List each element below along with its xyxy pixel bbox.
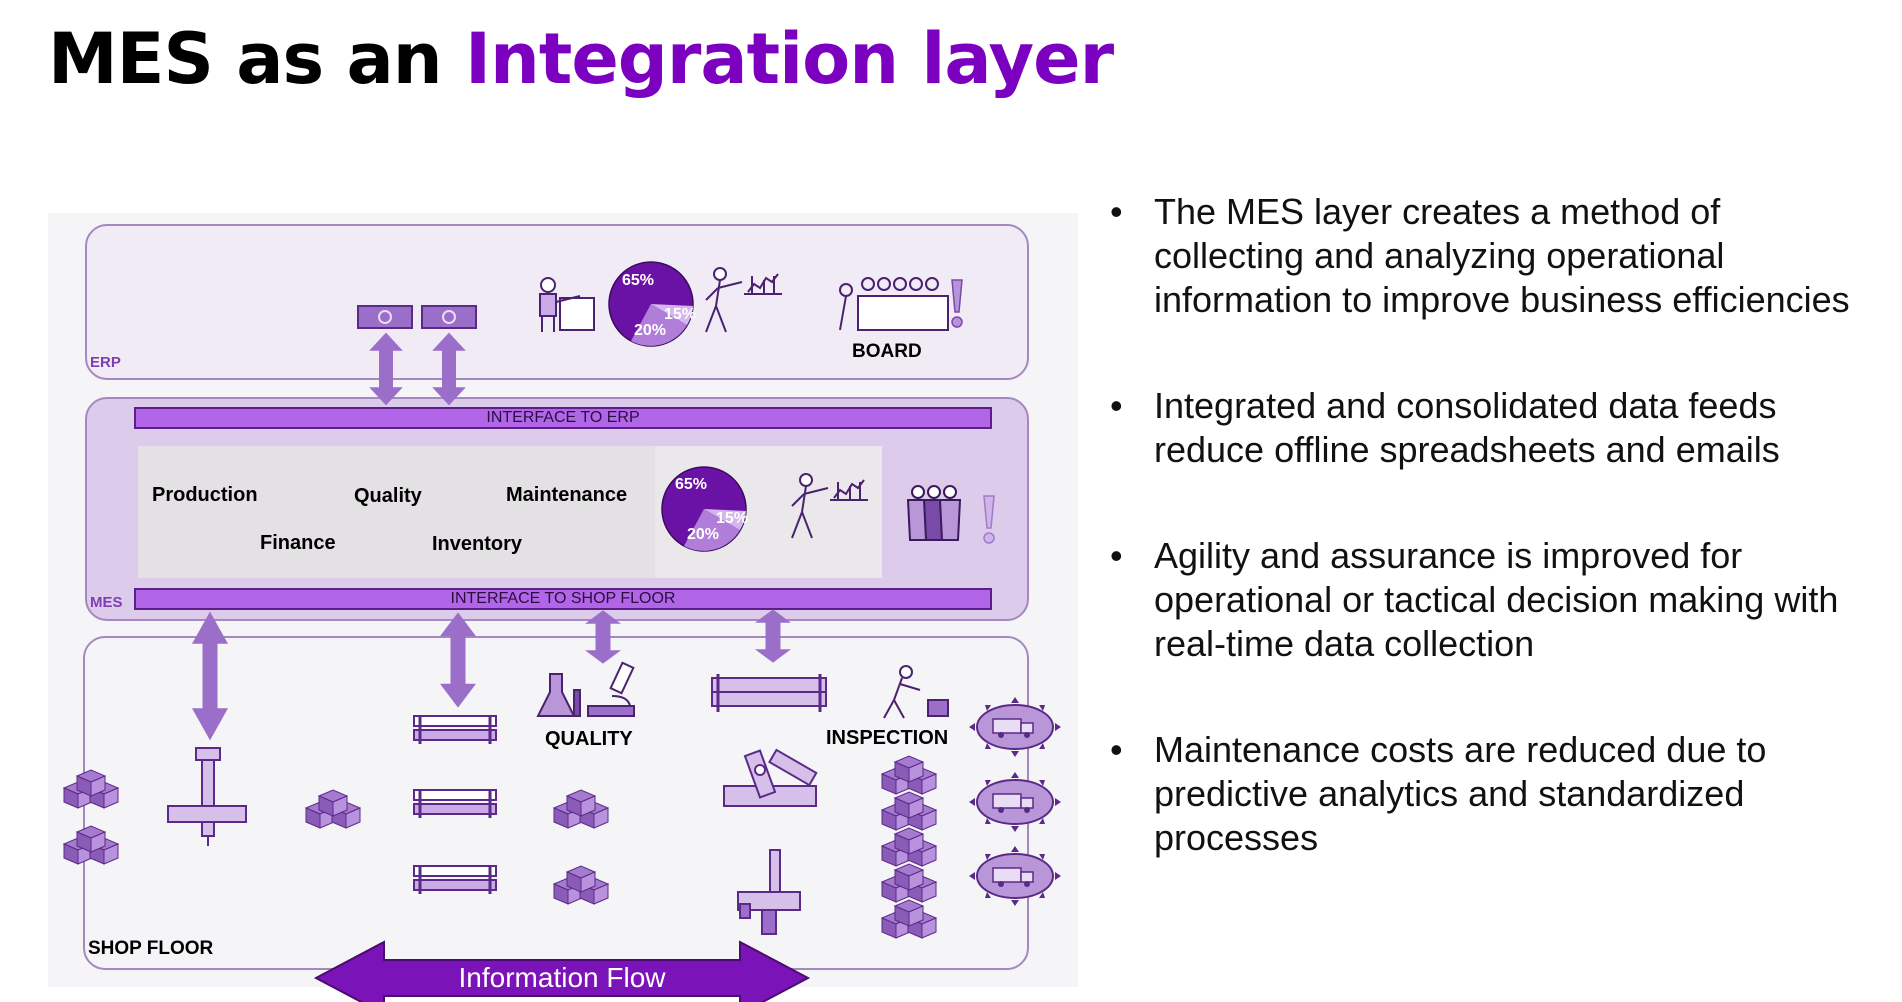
erp-pie-label-small: 20%	[634, 322, 667, 339]
shop-floor-label: SHOP FLOOR	[88, 938, 214, 959]
benefit-item: The MES layer creates a method of collec…	[1110, 190, 1870, 322]
erp-pie-label-big: 65%	[622, 272, 655, 289]
module-finance: Finance	[260, 532, 336, 554]
module-inventory: Inventory	[432, 533, 523, 555]
inspector-icon	[883, 665, 949, 719]
module-maintenance: Maintenance	[506, 484, 628, 506]
mes-pie-label-mid: 15%	[716, 510, 749, 527]
benefits-list: The MES layer creates a method of collec…	[1110, 190, 1870, 860]
cnc-machine-icon	[737, 849, 801, 935]
board-meeting-icon	[839, 277, 949, 331]
benefit-item: Integrated and consolidated data feeds r…	[1110, 384, 1870, 472]
mes-pie-label-big: 65%	[675, 476, 708, 493]
interface-to-erp-bar: INTERFACE TO ERP	[134, 407, 992, 429]
microscope-icon	[587, 661, 635, 717]
main-conveyor-icon	[711, 674, 827, 712]
erp-label: ERP	[90, 354, 121, 371]
money-icon	[357, 305, 477, 329]
mes-pie-label-small: 20%	[687, 526, 720, 543]
interface-to-shop-floor-bar: INTERFACE TO SHOP FLOOR	[134, 588, 992, 610]
roller-conveyor-icon	[412, 714, 498, 896]
page-title: MES as an Integration layer	[48, 18, 1114, 100]
title-prefix: MES as an	[48, 18, 465, 100]
module-quality: Quality	[354, 485, 422, 507]
team-icon	[906, 485, 962, 541]
alert-icon	[951, 279, 963, 328]
benefit-item: Agility and assurance is improved for op…	[1110, 534, 1870, 666]
presenter-icon	[705, 267, 783, 333]
benefit-item: Maintenance costs are reduced due to pre…	[1110, 728, 1870, 860]
mes-alert-icon	[983, 495, 995, 544]
erp-mes-arrows	[369, 332, 466, 406]
inspection-label: INSPECTION	[826, 727, 949, 749]
module-production: Production	[152, 484, 258, 506]
erp-pie-label-mid: 15%	[664, 306, 697, 323]
truck-hub-icon	[968, 696, 1062, 907]
mes-label: MES	[90, 594, 123, 611]
lab-flask-icon	[536, 673, 581, 717]
quality-label: QUALITY	[545, 728, 633, 750]
information-flow-label: Information Flow	[458, 962, 666, 993]
board-label: BOARD	[852, 341, 922, 362]
robot-arm-icon	[723, 748, 818, 807]
drill-machine-icon	[167, 747, 247, 846]
worker-desk-icon	[539, 277, 595, 332]
mes-presenter-icon	[791, 473, 869, 539]
title-accent: Integration layer	[464, 18, 1114, 100]
information-flow-arrow	[313, 940, 811, 1002]
